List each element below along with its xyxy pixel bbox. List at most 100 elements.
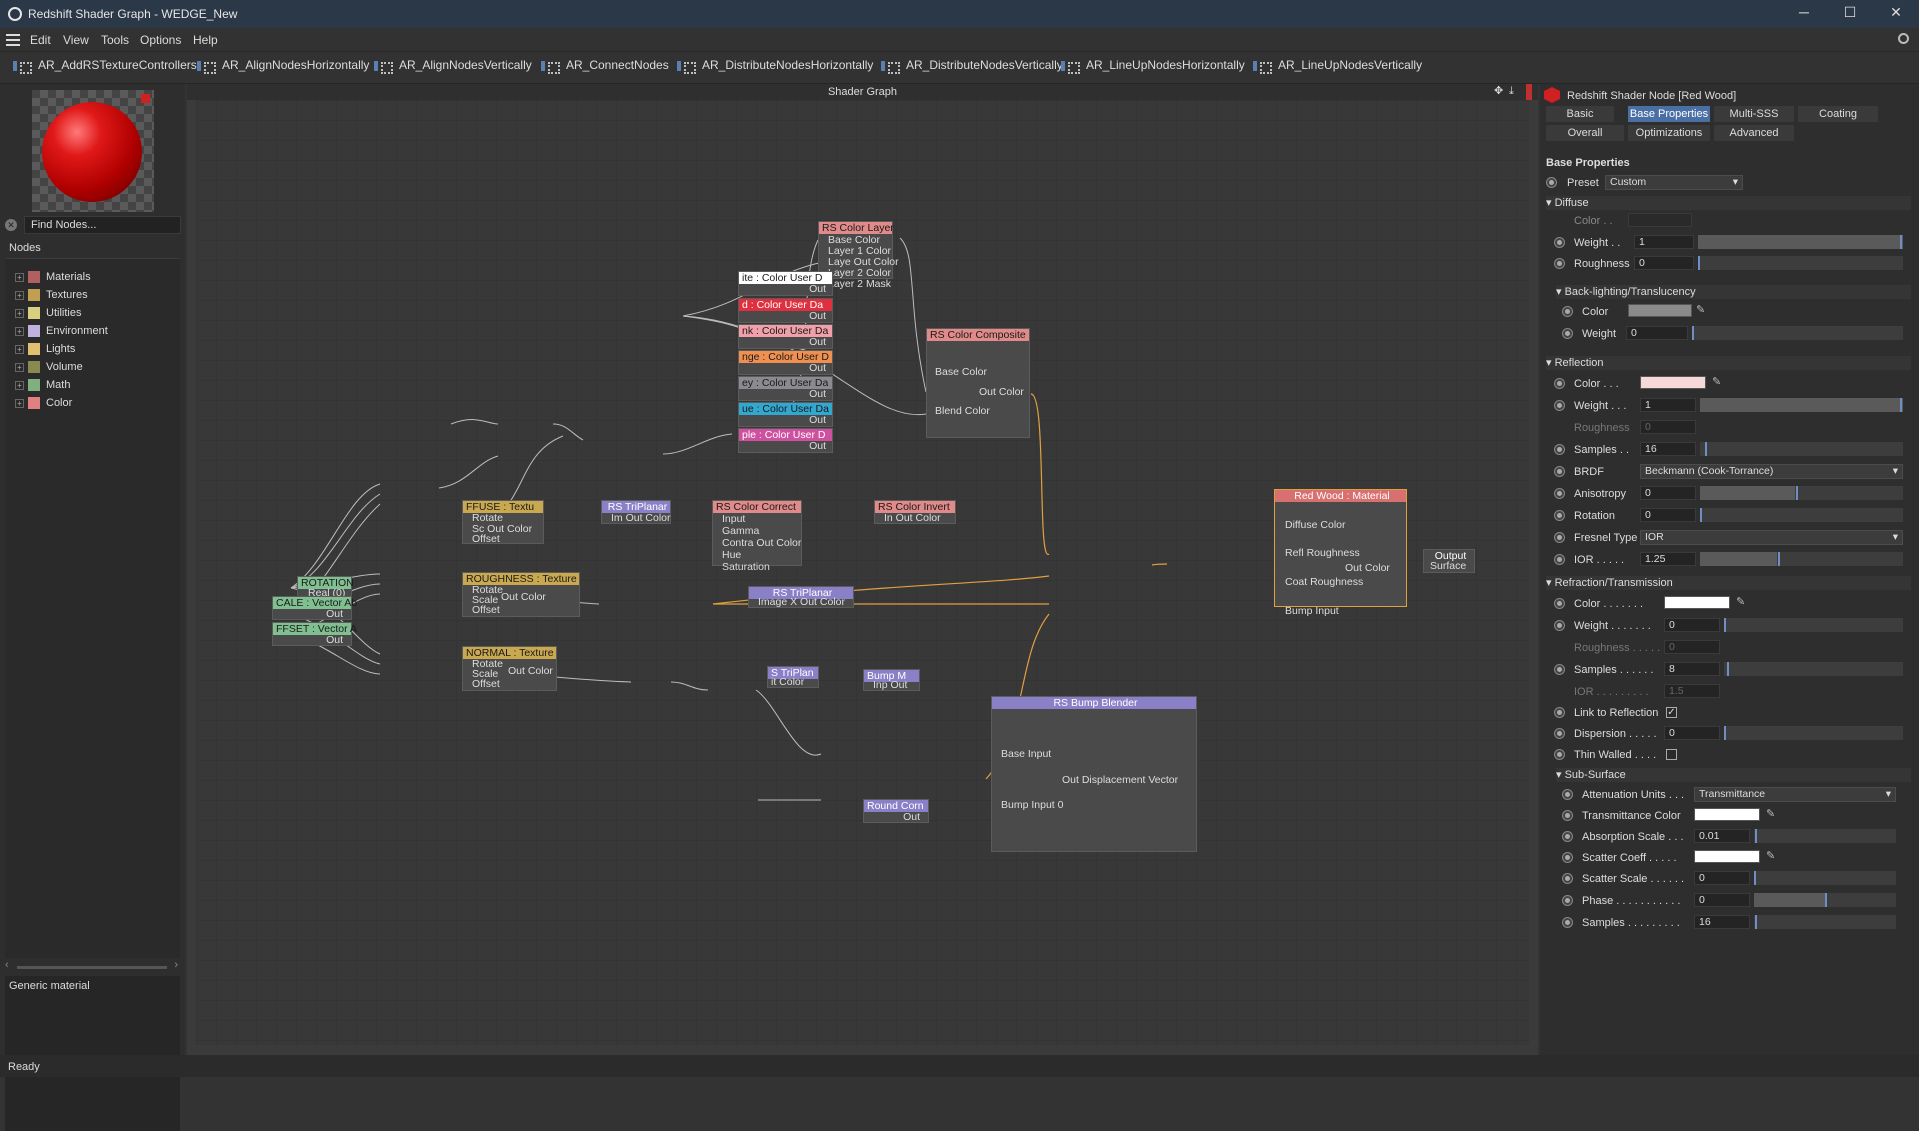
- diffuse-roughness-slider[interactable]: [1698, 256, 1903, 270]
- find-nodes-input[interactable]: Find Nodes...: [24, 216, 181, 234]
- menu-tools[interactable]: Tools: [101, 33, 130, 47]
- refl-rotation-slider[interactable]: [1700, 508, 1903, 522]
- menu-help[interactable]: Help: [193, 33, 218, 47]
- backlight-weight-input[interactable]: 0: [1626, 326, 1688, 340]
- node-round-corners[interactable]: Round Corn Out: [863, 799, 929, 823]
- sss-absorb-input[interactable]: 0.01: [1694, 829, 1750, 843]
- tree-item-math[interactable]: +Math: [15, 379, 70, 395]
- refl-anisotropy-slider[interactable]: [1700, 486, 1903, 500]
- refl-rotation-radio[interactable]: [1554, 510, 1565, 521]
- tab-base-properties[interactable]: Base Properties: [1628, 106, 1710, 122]
- sss-samples-input[interactable]: 16: [1694, 915, 1750, 929]
- diffuse-weight-radio[interactable]: [1554, 237, 1565, 248]
- node-diffuse-texture[interactable]: FFUSE : Textu Rotate Sc Out Color Offset: [462, 500, 544, 545]
- refl-color-radio[interactable]: [1554, 378, 1565, 389]
- move-icon[interactable]: ✥: [1494, 85, 1504, 97]
- sss-scatter-scale-slider[interactable]: [1754, 871, 1896, 885]
- backlight-weight-slider[interactable]: [1692, 326, 1903, 340]
- expand-icon[interactable]: +: [15, 326, 24, 336]
- diffuse-roughness-input[interactable]: 0: [1634, 256, 1694, 270]
- tool-distribute-nodes-vertically[interactable]: AR_DistributeNodesVertically: [880, 58, 1063, 80]
- expand-icon[interactable]: +: [15, 344, 24, 354]
- refl-brdf-dropdown[interactable]: Beckmann (Cook-Torrance): [1640, 464, 1903, 479]
- refr-samples-slider[interactable]: [1724, 662, 1903, 676]
- sss-phase-slider[interactable]: [1754, 893, 1896, 907]
- diffuse-section-header[interactable]: ▾ Diffuse: [1546, 196, 1911, 210]
- refr-samples-input[interactable]: 8: [1664, 662, 1720, 676]
- sss-scatter-scale-input[interactable]: 0: [1694, 871, 1750, 885]
- refr-weight-input[interactable]: 0: [1664, 618, 1720, 632]
- tree-item-utilities[interactable]: +Utilities: [15, 307, 81, 323]
- expand-icon[interactable]: +: [15, 290, 24, 300]
- node-rs-color-composite[interactable]: RS Color Composite Base Color Out Color …: [926, 328, 1030, 438]
- tab-basic[interactable]: Basic: [1546, 106, 1614, 122]
- node-offset-vector[interactable]: FFSET : Vector A Out: [272, 622, 357, 646]
- diffuse-color-swatch[interactable]: [1628, 213, 1692, 227]
- sss-absorb-radio[interactable]: [1562, 831, 1573, 842]
- tab-coating[interactable]: Coating: [1798, 106, 1878, 122]
- preset-radio[interactable]: [1546, 177, 1557, 188]
- refl-samples-slider[interactable]: [1700, 442, 1903, 456]
- menu-options[interactable]: Options: [140, 33, 182, 47]
- refl-weight-slider[interactable]: [1700, 398, 1903, 412]
- node-rs-triplanar-2[interactable]: RS TriPlanar Image X Out Color: [748, 586, 854, 608]
- refl-weight-input[interactable]: 1: [1640, 398, 1696, 412]
- refr-thin-walled-radio[interactable]: [1554, 749, 1565, 760]
- refl-rotation-input[interactable]: 0: [1640, 508, 1696, 522]
- refl-color-swatch[interactable]: [1640, 376, 1706, 389]
- refr-link-radio[interactable]: [1554, 707, 1565, 718]
- close-button[interactable]: ✕: [1890, 4, 1902, 20]
- sss-samples-radio[interactable]: [1562, 917, 1573, 928]
- subsurface-section-header[interactable]: ▾ Sub-Surface: [1556, 768, 1911, 782]
- tree-item-color[interactable]: +Color: [15, 397, 72, 413]
- refr-color-swatch[interactable]: [1664, 596, 1730, 609]
- sss-scatter-scale-radio[interactable]: [1562, 873, 1573, 884]
- sss-trans-color-swatch[interactable]: [1694, 808, 1760, 821]
- diffuse-weight-input[interactable]: 1: [1634, 235, 1694, 249]
- tree-item-materials[interactable]: +Materials: [15, 271, 91, 287]
- refl-samples-input[interactable]: 16: [1640, 442, 1696, 456]
- eyedropper-icon[interactable]: ✎: [1736, 596, 1746, 608]
- sss-atten-dropdown[interactable]: Transmittance: [1694, 787, 1896, 802]
- maximize-button[interactable]: ☐: [1843, 4, 1857, 20]
- node-scale-vector[interactable]: CALE : Vector Ab Out: [272, 596, 357, 620]
- refr-color-radio[interactable]: [1554, 598, 1565, 609]
- refl-anisotropy-radio[interactable]: [1554, 488, 1565, 499]
- refl-brdf-radio[interactable]: [1554, 466, 1565, 477]
- reflection-section-header[interactable]: ▾ Reflection: [1546, 356, 1911, 370]
- tool-align-nodes-vertically[interactable]: AR_AlignNodesVertically: [373, 58, 532, 80]
- preset-dropdown[interactable]: Custom: [1605, 175, 1743, 190]
- eyedropper-icon[interactable]: ✎: [1766, 850, 1776, 862]
- sss-scatter-coeff-radio[interactable]: [1562, 852, 1573, 863]
- expand-icon[interactable]: +: [15, 308, 24, 318]
- refl-weight-radio[interactable]: [1554, 400, 1565, 411]
- diffuse-weight-slider[interactable]: [1698, 235, 1903, 249]
- node-output[interactable]: Output Surface: [1423, 549, 1475, 573]
- expand-icon[interactable]: +: [15, 380, 24, 390]
- material-preview[interactable]: [32, 90, 154, 212]
- refr-dispersion-radio[interactable]: [1554, 728, 1565, 739]
- eyedropper-icon[interactable]: ✎: [1696, 304, 1706, 316]
- backlight-weight-radio[interactable]: [1562, 328, 1573, 339]
- node-rs-color-correct[interactable]: RS Color Correct Input Gamma Contra Out …: [712, 500, 802, 573]
- refr-dispersion-input[interactable]: 0: [1664, 726, 1720, 740]
- link-to-reflection-checkbox[interactable]: ✓: [1666, 707, 1677, 718]
- node-red-wood-material[interactable]: Red Wood : Material Diffuse Color Refl R…: [1274, 489, 1407, 617]
- tree-item-volume[interactable]: +Volume: [15, 361, 83, 377]
- expand-icon[interactable]: +: [15, 398, 24, 408]
- backlight-color-swatch[interactable]: [1628, 304, 1692, 317]
- refl-fresnel-radio[interactable]: [1554, 532, 1565, 543]
- refl-ior-input[interactable]: 1.25: [1640, 552, 1696, 566]
- refr-ior-input[interactable]: 1.5: [1664, 684, 1720, 698]
- tab-optimizations[interactable]: Optimizations: [1628, 125, 1710, 141]
- node-rs-bump-blender[interactable]: RS Bump Blender Base Input Out Displacem…: [991, 696, 1197, 852]
- node-rs-triplanar-1[interactable]: RS TriPlanar Im Out Color: [601, 500, 671, 524]
- tool-connect-nodes[interactable]: AR_ConnectNodes: [540, 58, 669, 80]
- node-bump-map[interactable]: Bump M Inp Out: [863, 669, 920, 691]
- tool-distribute-nodes-horizontally[interactable]: AR_DistributeNodesHorizontally: [676, 58, 873, 80]
- refl-fresnel-dropdown[interactable]: IOR: [1640, 530, 1903, 545]
